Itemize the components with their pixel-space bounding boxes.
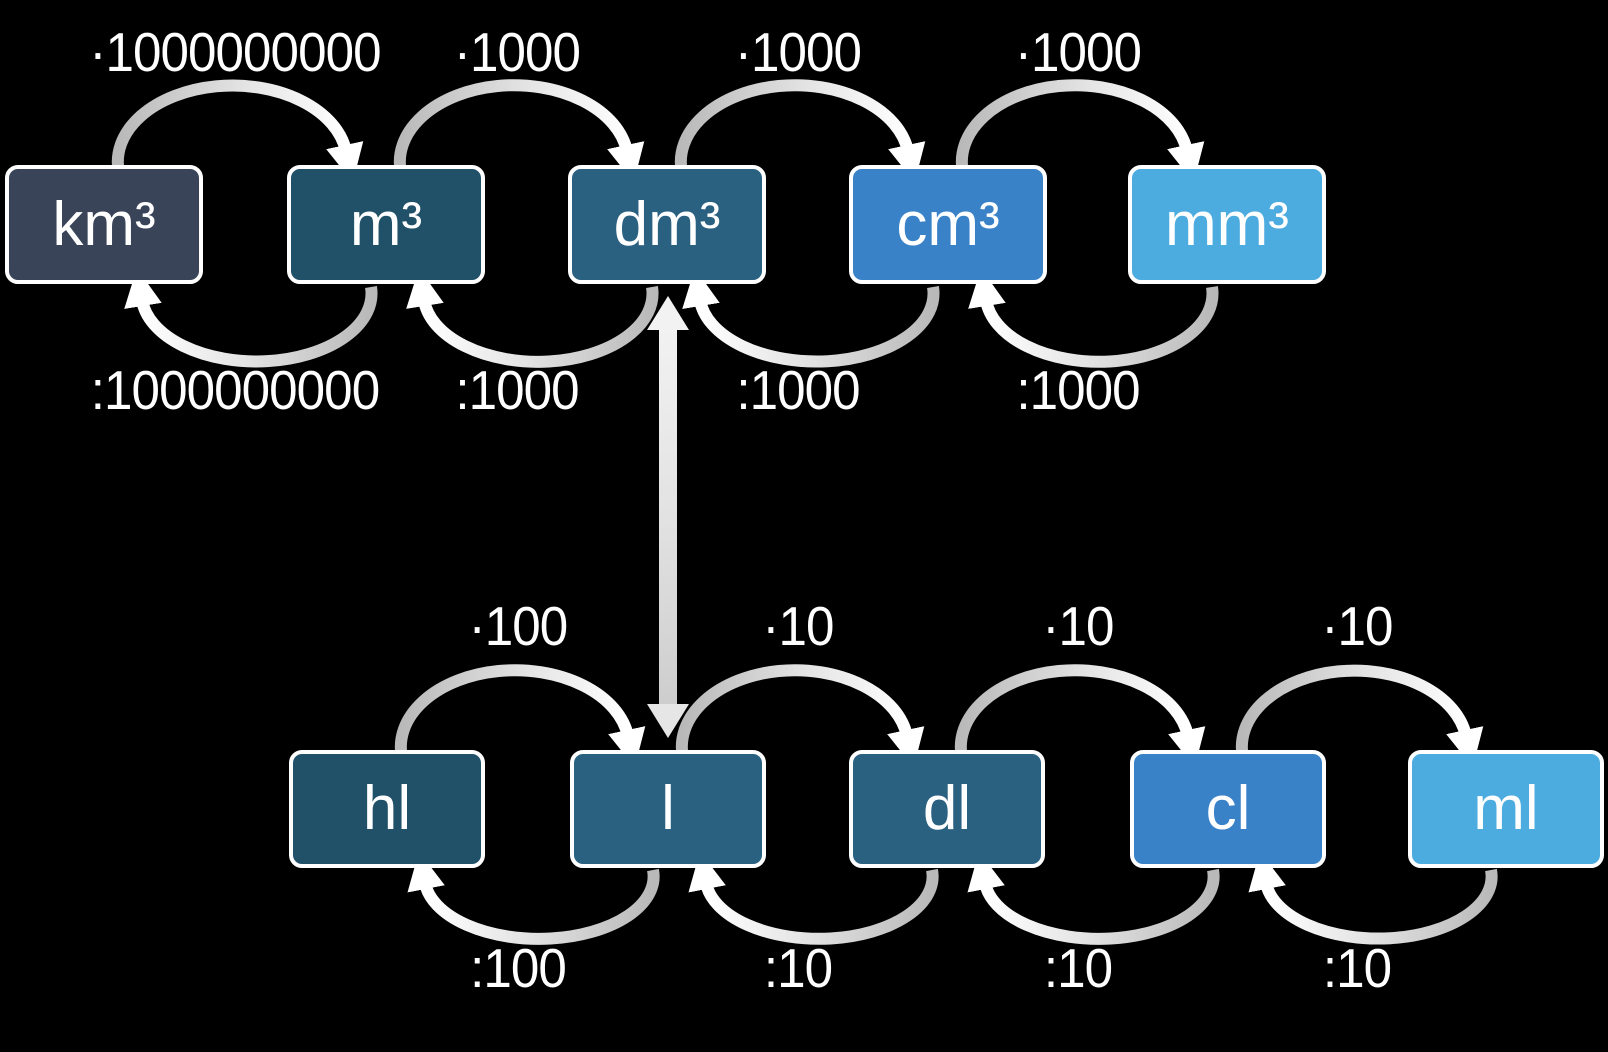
- multiply-factor-label: ·1000: [1014, 21, 1142, 83]
- divide-factor-label: :10: [1322, 937, 1392, 999]
- double-arrow-shaft: [659, 326, 677, 708]
- divide-arc-mm3-cm3: [968, 268, 1219, 368]
- divide-arc-cm3-dm3: [682, 268, 940, 368]
- multiply-factor-label: ·100: [468, 595, 569, 657]
- unit-label-cl: cl: [1205, 774, 1251, 843]
- divide-factor-label: :1000000000: [90, 359, 380, 421]
- multiply-arc-m3-dm3: [393, 79, 645, 183]
- divide-factor-label: :1000: [455, 359, 579, 421]
- unit-box-mm3: mm³: [1128, 165, 1326, 284]
- unit-box-km3: km³: [5, 165, 203, 284]
- unit-label-cm3: cm³: [896, 189, 1000, 259]
- multiply-arc-dm3-cm3: [674, 79, 926, 183]
- multiply-factor-label: ·10: [1321, 595, 1393, 657]
- multiply-arc-dl-cl: [954, 664, 1206, 768]
- multiply-arc-hl-l: [394, 664, 646, 768]
- unit-label-mm3: mm³: [1165, 189, 1289, 259]
- unit-box-dl: dl: [849, 750, 1045, 868]
- unit-label-l: l: [661, 774, 675, 843]
- divide-arc-cl-dl: [967, 851, 1220, 945]
- divide-arc-m3-km3: [124, 268, 378, 368]
- multiply-arc-cl-ml: [1235, 664, 1484, 768]
- unit-label-km3: km³: [52, 189, 156, 259]
- multiply-factor-label: ·10: [762, 595, 834, 657]
- divide-factor-label: :10: [763, 937, 833, 999]
- multiply-factor-label: ·10: [1042, 595, 1114, 657]
- divide-arc-dm3-m3: [406, 268, 659, 368]
- unit-label-dl: dl: [922, 774, 972, 843]
- multiply-factor-label: ·1000000000: [89, 21, 381, 83]
- unit-label-dm3: dm³: [613, 189, 721, 259]
- divide-factor-label: :1000: [1016, 359, 1140, 421]
- divide-factor-label: :10: [1043, 937, 1113, 999]
- divide-factor-label: :100: [470, 937, 567, 999]
- unit-box-hl: hl: [289, 750, 485, 868]
- multiply-arc-l-dl: [675, 664, 925, 768]
- divide-arc-ml-cl: [1248, 851, 1498, 945]
- unit-box-l: l: [570, 750, 766, 868]
- double-arrow-head-up: [647, 296, 689, 330]
- multiply-arc-km3-m3: [111, 79, 364, 183]
- unit-label-ml: ml: [1473, 774, 1539, 843]
- divide-factor-label: :1000: [736, 359, 860, 421]
- double-arrow-head-down: [647, 704, 689, 738]
- unit-box-dm3: dm³: [568, 165, 766, 284]
- unit-label-hl: hl: [362, 774, 412, 843]
- divide-arc-dl-l: [688, 851, 939, 945]
- equivalence-double-arrow: [647, 296, 689, 738]
- unit-box-m3: m³: [287, 165, 485, 284]
- unit-box-cm3: cm³: [849, 165, 1047, 284]
- multiply-factor-label: ·1000: [734, 21, 862, 83]
- divide-arc-l-hl: [407, 851, 660, 945]
- unit-label-m3: m³: [349, 189, 423, 259]
- multiply-arc-cm3-mm3: [955, 79, 1205, 183]
- unit-box-cl: cl: [1130, 750, 1326, 868]
- unit-box-ml: ml: [1408, 750, 1604, 868]
- multiply-factor-label: ·1000: [453, 21, 581, 83]
